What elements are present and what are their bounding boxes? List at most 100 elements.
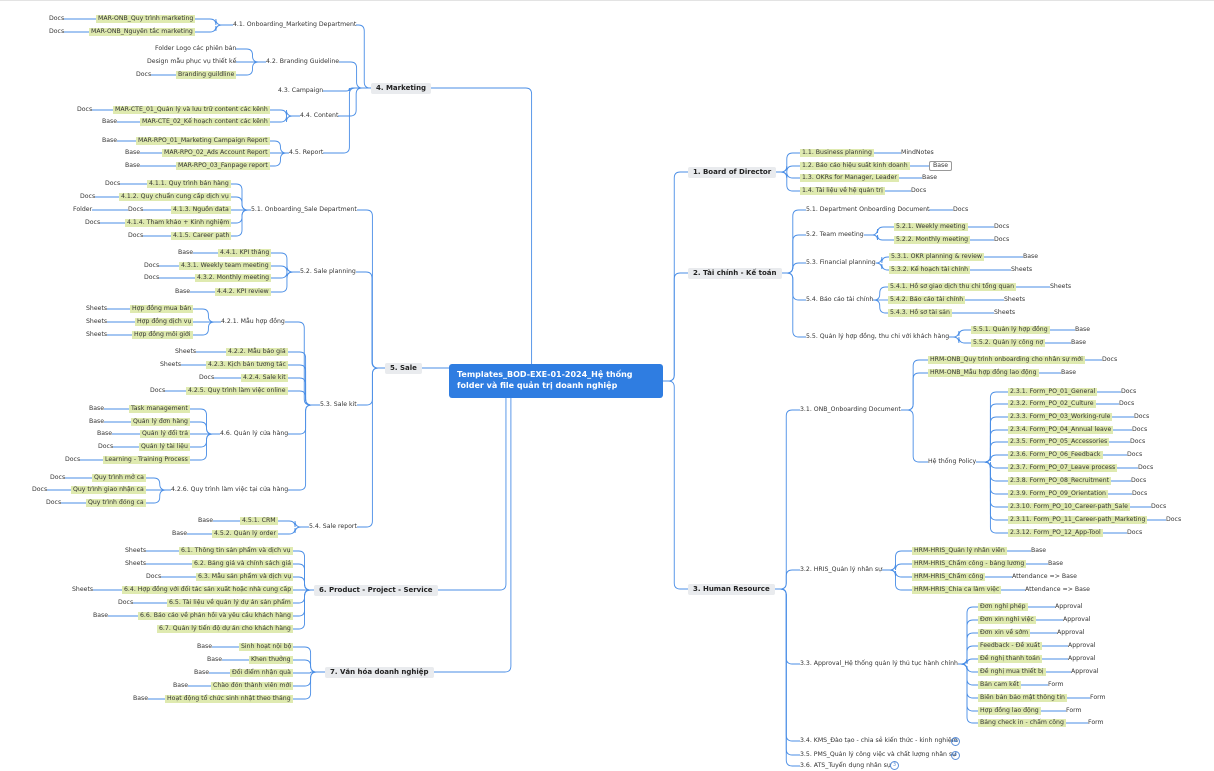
leaf-node[interactable]: Base [1048,560,1064,567]
leaf-node[interactable]: Attendance => Base [1025,586,1090,593]
leaf-node[interactable]: Docs [199,374,215,381]
leaf-node[interactable]: 2.3.5. Form_PO_05_Accessories [1008,438,1110,446]
leaf-node[interactable]: Base [125,149,141,156]
leaf-node[interactable]: 5.3. Sale kit [320,401,357,408]
leaf-node[interactable]: Branding guildline [176,71,237,79]
branch-node[interactable]: 4. Marketing [371,82,432,94]
leaf-node[interactable]: Docs [50,474,66,481]
branch-node[interactable]: 3. Human Resource [688,583,775,595]
leaf-node[interactable]: Sheets [86,331,108,338]
leaf-node[interactable]: Base [173,682,189,689]
leaf-node[interactable]: Form [1066,707,1082,714]
leaf-node[interactable]: Quản lý tài liệu [139,443,190,451]
leaf-node[interactable]: 4.3. Campaign [278,87,324,94]
leaf-node[interactable]: Docs [994,236,1010,243]
leaf-node[interactable]: 2.3.3. Form_PO_03_Working-rule [1008,413,1113,421]
leaf-node[interactable]: Base [198,517,214,524]
leaf-node[interactable]: 6.2. Bảng giá và chính sách giá [192,560,294,568]
leaf-node[interactable]: Docs [1121,388,1137,395]
leaf-node[interactable]: Bản cam kết [978,681,1021,689]
leaf-node[interactable]: MAR-CTE_02_Kế hoạch content các kênh [140,118,270,126]
leaf-node[interactable]: Base [93,612,109,619]
leaf-node[interactable]: 5.1. Onboarding_Sale Department [251,206,357,213]
leaf-node[interactable]: Docs [49,15,65,22]
leaf-node[interactable]: 4.2.5. Quy trình làm việc online [186,387,288,395]
leaf-node[interactable]: 4.5.1. CRM [240,517,278,525]
leaf-node[interactable]: 6.7. Quản lý tiến độ dự án cho khách hàn… [157,625,293,633]
leaf-node[interactable]: Docs [105,180,121,187]
leaf-node[interactable]: Docs [80,193,96,200]
branch-node[interactable]: 5. Sale [385,362,422,374]
leaf-node[interactable]: 6.3. Mẫu sản phẩm và dịch vụ [196,573,294,581]
branch-node[interactable]: 2. Tài chính - Kế toán [688,267,782,279]
leaf-node[interactable]: 2.3.6. Form_PO_06_Feedback [1008,451,1103,459]
leaf-node[interactable]: 3.6. ATS_Tuyển dụng nhân sự [800,762,891,769]
leaf-node[interactable]: Docs [953,206,969,213]
leaf-node[interactable]: 4.2.2. Mẫu báo giá [226,348,288,356]
leaf-node[interactable]: Base [175,288,191,295]
leaf-node[interactable]: Sheets [125,560,147,567]
leaf-node[interactable]: Sheets [86,305,108,312]
leaf-node[interactable]: Quản lý đổi trả [140,430,190,438]
leaf-node[interactable]: 3.5. PMS_Quản lý công việc và chất lượng… [800,751,957,758]
leaf-node[interactable]: Form [1088,719,1104,726]
leaf-node[interactable]: Quy trình đóng ca [86,499,146,507]
leaf-node[interactable]: Đơn nghỉ phép [978,603,1028,611]
leaf-node[interactable]: Base [102,137,118,144]
leaf-node[interactable]: Form [1048,681,1064,688]
leaf-node[interactable]: 4.1.2. Quy chuẩn cung cấp dịch vụ [119,193,231,201]
leaf-node[interactable]: Docs [1127,451,1143,458]
leaf-node[interactable]: 1.4. Tài liệu về hệ quản trị [800,187,885,195]
leaf-node[interactable]: Đơn xin về sớm [978,629,1031,637]
leaf-node[interactable]: Chào đón thành viên mới [211,682,293,690]
leaf-node[interactable]: Docs [146,573,162,580]
leaf-node[interactable]: Sheets [1011,266,1033,273]
leaf-node[interactable]: Quản lý đơn hàng [131,418,190,426]
leaf-node[interactable]: 4.2.1. Mẫu hợp đồng [221,318,285,325]
leaf-node[interactable]: 6.5. Tài liệu về quản lý dự án sản phẩm [167,599,293,607]
leaf-node[interactable]: Task management [129,405,190,413]
leaf-node[interactable]: Base [97,430,113,437]
leaf-node[interactable]: 4.3.1. Weekly team meeting [179,262,271,270]
leaf-node[interactable]: Docs [1119,400,1135,407]
leaf-node[interactable]: MAR-CTE_01_Quản lý và lưu trữ content cá… [113,106,270,114]
leaf-node[interactable]: 1.1. Business planning [800,149,874,157]
leaf-node[interactable]: HRM-HRIS_Chia ca làm việc [912,586,1002,594]
leaf-node[interactable]: 5.3.1. OKR planning & review [889,253,984,261]
leaf-node[interactable]: Attendance => Base [1012,573,1077,580]
leaf-node[interactable]: Docs [1131,477,1147,484]
leaf-node[interactable]: Docs [1130,438,1146,445]
leaf-node[interactable]: Sheets [160,361,182,368]
count-badge[interactable]: 4 [951,750,960,760]
leaf-node[interactable]: 5.4.1. Hồ sơ giao dịch thu chi tổng quan [888,283,1017,291]
leaf-node[interactable]: 2.3.1. Form_PO_01_General [1008,388,1098,396]
leaf-node[interactable]: 4.1. Onboarding_Marketing Department [233,21,357,28]
leaf-node[interactable]: Sheets [125,547,147,554]
leaf-node[interactable]: Base [922,174,938,181]
leaf-node[interactable]: Docs [85,219,101,226]
leaf-node[interactable]: Docs [128,206,144,213]
leaf-node[interactable]: Base [125,162,141,169]
leaf-node[interactable]: Base [89,418,105,425]
leaf-node[interactable]: Hợp đồng dịch vụ [135,318,194,326]
leaf-node[interactable]: Folder Logo các phiên bản [155,45,237,52]
leaf-node[interactable]: 6.4. Hợp đồng với đối tác sản xuất hoặc … [122,586,294,594]
leaf-node[interactable]: 4.2.4. Sale kit [241,374,288,382]
leaf-node[interactable]: 5.5.1. Quản lý hợp đồng [971,326,1050,334]
leaf-node[interactable]: Base [1031,547,1047,554]
leaf-node[interactable]: 5.4. Báo cáo tài chính [806,296,874,303]
leaf-node[interactable]: MAR-ONB_Nguyên tắc marketing [89,28,195,36]
leaf-node[interactable]: 5.4.3. Hồ sơ tài sản [888,309,952,317]
leaf-node[interactable]: Docs [49,28,65,35]
leaf-node[interactable]: Approval [1068,642,1096,649]
leaf-node[interactable]: 4.2.3. Kịch bản tương tác [206,361,288,369]
leaf-node[interactable]: Docs [1138,464,1154,471]
leaf-node[interactable]: 1.2. Báo cáo hiệu suất kinh doanh [800,162,910,170]
leaf-node[interactable]: Docs [128,232,144,239]
leaf-node[interactable]: Form [1090,694,1106,701]
leaf-node[interactable]: 4.1.5. Career path [171,232,232,240]
leaf-node[interactable]: Quy trình giao nhận ca [71,486,146,494]
leaf-node[interactable]: Base [1071,339,1087,346]
root-node[interactable]: Templates_BOD-EXE-01-2024_Hệ thống folde… [449,364,663,398]
leaf-node[interactable]: 4.4.1. KPI tháng [218,249,272,257]
